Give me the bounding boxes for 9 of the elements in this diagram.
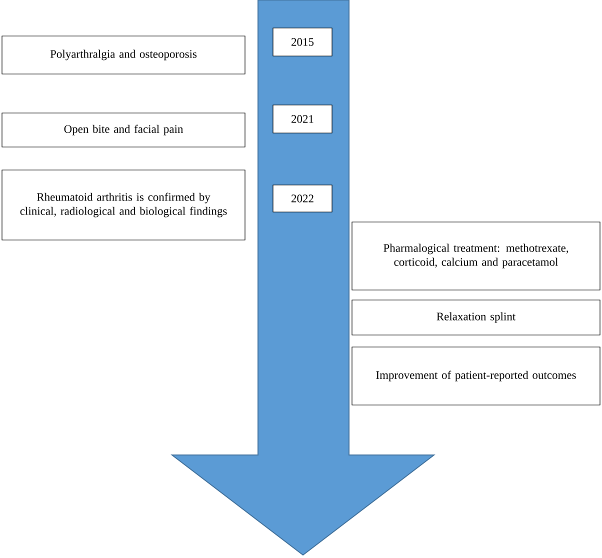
- year-box: 2022: [272, 184, 332, 212]
- year-box: 2015: [272, 28, 332, 56]
- event-box: Open bite and facial pain: [2, 112, 246, 148]
- event-box: Polyarthralgia and osteoporosis: [2, 36, 246, 74]
- event-box: Relaxation splint: [352, 300, 600, 336]
- year-box: 2021: [272, 104, 332, 134]
- event-box: Pharmalogical treatment: methotrexate, corticoid, calcium and paracetamol: [352, 222, 600, 290]
- event-box: Improvement of patient-reported outcomes: [352, 346, 600, 406]
- event-box: Rheumatoid arthritis is confirmed by clinical, radiological and biological findings: [2, 170, 246, 240]
